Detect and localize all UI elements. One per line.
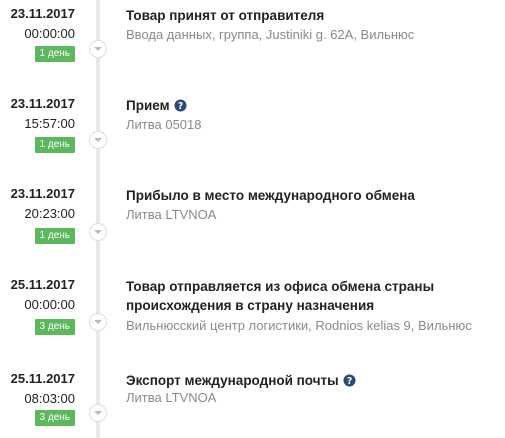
event-date: 23.11.2017 — [10, 96, 75, 111]
event-place: Литва LTVNOA — [126, 390, 217, 405]
event-place: Литва 05018 — [126, 117, 202, 132]
duration-badge: 3 день — [34, 410, 75, 426]
event-title: Товар принят от отправителя — [126, 8, 325, 23]
duration-badge: 1 день — [34, 228, 75, 244]
timeline-line — [96, 0, 100, 438]
event-time: 20:23:00 — [24, 206, 75, 221]
duration-badge: 3 день — [34, 319, 75, 335]
event-place: Литва LTVNOA — [126, 207, 217, 222]
chevron-down-icon[interactable] — [89, 223, 107, 241]
event-title: Прибыло в место международного обмена — [126, 188, 415, 203]
svg-text:?: ? — [177, 101, 182, 112]
question-circle-icon[interactable]: ? — [174, 98, 187, 118]
event-date: 23.11.2017 — [10, 6, 75, 21]
event-time: 15:57:00 — [24, 116, 75, 131]
event-time: 08:03:00 — [24, 391, 75, 406]
duration-badge: 1 день — [34, 137, 75, 153]
event-place: Вильнюсский центр логистики, Rodnios kel… — [126, 318, 472, 333]
event-time: 00:00:00 — [24, 297, 75, 312]
event-place: Ввода данных, группа, Justiniki g. 62A, … — [126, 27, 415, 42]
chevron-down-icon[interactable] — [89, 131, 107, 149]
question-circle-icon[interactable]: ? — [343, 373, 356, 393]
svg-text:?: ? — [347, 376, 352, 387]
chevron-down-icon[interactable] — [89, 313, 107, 331]
chevron-down-icon[interactable] — [89, 40, 107, 58]
event-title: Экспорт международной почты? — [126, 371, 356, 393]
event-title-line-2: происхождения в страну назначения — [126, 298, 375, 313]
event-date: 23.11.2017 — [10, 186, 75, 201]
chevron-down-icon[interactable] — [89, 404, 107, 422]
event-title: Прием? — [126, 96, 187, 118]
event-date: 25.11.2017 — [10, 371, 75, 386]
event-date: 25.11.2017 — [10, 277, 75, 292]
event-title-line-1: Товар отправляется из офиса обмена стран… — [126, 279, 435, 294]
event-time: 00:00:00 — [24, 26, 75, 41]
duration-badge: 1 день — [34, 46, 75, 62]
